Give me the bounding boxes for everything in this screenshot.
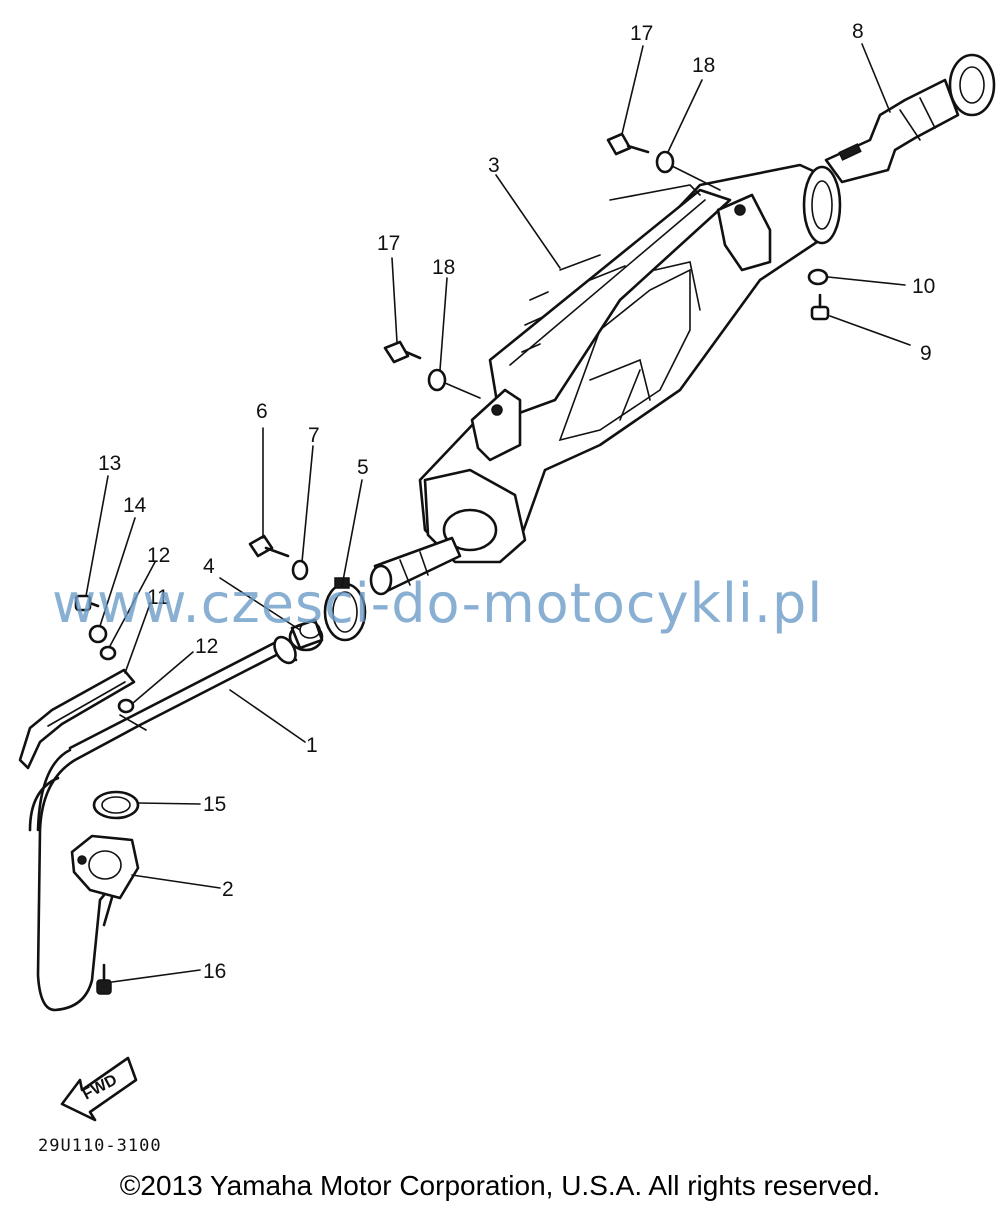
muffler	[369, 163, 842, 596]
callout-15: 15	[203, 793, 226, 816]
copyright-notice: ©2013 Yamaha Motor Corporation, U.S.A. A…	[119, 1170, 881, 1201]
callout-2: 2	[222, 878, 234, 901]
callout-6: 6	[256, 400, 268, 423]
callout-17a: 17	[630, 22, 653, 45]
callout-16: 16	[203, 960, 226, 983]
spark-arrester	[824, 53, 996, 184]
exhaust-pipe	[28, 635, 298, 1012]
callout-12a: 12	[147, 544, 170, 567]
callout-12b: 12	[195, 635, 218, 658]
callout-10: 10	[912, 275, 935, 298]
callout-14: 14	[123, 494, 147, 517]
leader-lines	[85, 43, 911, 983]
callout-labels: 1 2 3 4 5 6 7 8 9 10 11 12 12 13 14 15 1…	[98, 20, 935, 983]
callout-17b: 17	[377, 232, 400, 255]
callout-1: 1	[306, 734, 318, 757]
watermark-text: www.czesci-do-motocykli.pl	[52, 572, 823, 635]
pipe-protector	[18, 668, 136, 770]
callout-3: 3	[488, 154, 500, 177]
callout-5: 5	[357, 456, 369, 479]
callout-9: 9	[920, 342, 932, 365]
callout-18a: 18	[692, 54, 715, 77]
catalog-code: 29U110-3100	[38, 1136, 162, 1156]
callout-7: 7	[308, 424, 320, 447]
callout-4: 4	[203, 555, 215, 578]
callout-11: 11	[147, 586, 169, 609]
callout-8: 8	[852, 20, 864, 43]
hardware	[74, 132, 830, 731]
fwd-arrow-icon: FWD	[60, 1056, 138, 1122]
callout-18b: 18	[432, 256, 455, 279]
callout-13: 13	[98, 452, 121, 475]
